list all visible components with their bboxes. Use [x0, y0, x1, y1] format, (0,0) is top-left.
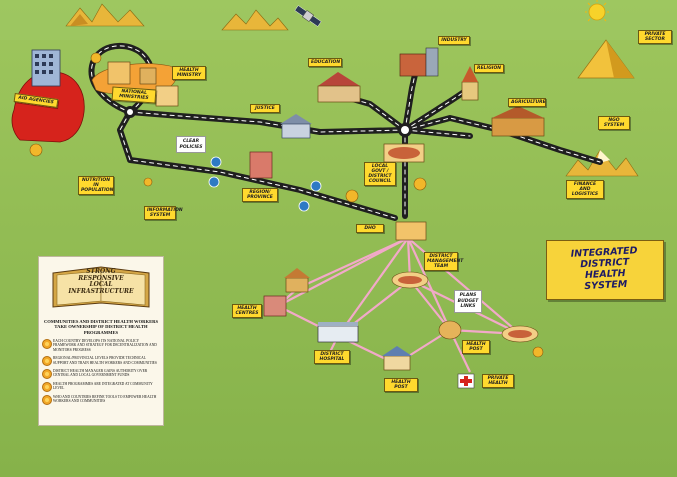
education-building — [317, 72, 361, 103]
sun-icon — [585, 0, 609, 22]
note-clear-policies: CLEAR POLICIES — [176, 136, 206, 153]
sign-nutrition: NUTRITION IN POPULATION — [78, 176, 114, 195]
integrated-district-health-system-banner: INTEGRATED DISTRICT HEALTH SYSTEM — [546, 240, 664, 300]
justice-building — [280, 114, 312, 139]
book-line-2: RESPONSIVE — [78, 274, 124, 282]
sign-national-ministries: NATIONAL MINISTRIES — [111, 86, 157, 104]
bullet-coin-icon — [42, 356, 52, 367]
sign-information-system: INFORMATION SYSTEM — [144, 206, 183, 220]
sign-education: EDUCATION — [308, 58, 342, 67]
bullet-coin-icon — [42, 381, 52, 392]
sign-district-management-team: DISTRICT MANAGEMENT TEAM — [424, 252, 463, 271]
book-title: STRONG RESPONSIVE LOCAL INFRASTRUCTURE — [67, 268, 135, 295]
panel-bullet-list: EACH COUNTRY DEVELOPS ITS NATIONAL POLIC… — [42, 339, 160, 407]
pyramid-icon — [577, 39, 635, 79]
bullet-coin-icon — [42, 394, 52, 405]
list-item: REGIONAL/PROVINCIAL LEVELS PROVIDE TECHN… — [42, 356, 160, 367]
sign-health-centres: HEALTH CENTRES — [232, 304, 262, 318]
health-centre-building-2 — [263, 295, 287, 317]
sign-private-health: PRIVATE HEALTH — [482, 374, 514, 388]
health-centre-building — [284, 268, 310, 293]
religion-building — [461, 66, 479, 101]
sign-religion: RELIGION — [474, 64, 504, 73]
book-line-1: STRONG — [86, 268, 116, 275]
health-post-building — [382, 346, 412, 371]
sign-health-ministry: HEALTH MINISTRY — [172, 66, 206, 80]
book-icon — [52, 266, 150, 308]
district-hospital — [317, 322, 359, 343]
sign-health-post: HEALTH POST — [384, 378, 418, 392]
sign-district-council: LOCAL GOVT / DISTRICT COUNCIL — [364, 162, 396, 186]
health-network-links — [277, 236, 521, 373]
bullet-coin-icon — [42, 369, 52, 380]
book-line-3: LOCAL — [89, 281, 113, 289]
list-item: EACH COUNTRY DEVELOPS ITS NATIONAL POLIC… — [42, 339, 160, 352]
sign-dho: DHO — [356, 224, 384, 233]
private-sector-meeting — [501, 325, 539, 343]
sign-health-post-2: HEALTH POST — [462, 340, 490, 354]
dho-office — [395, 221, 427, 241]
sign-private-sector: PRIVATE SECTOR — [638, 30, 672, 44]
infrastructure-panel: STRONG RESPONSIVE LOCAL INFRASTRUCTURE C… — [38, 256, 164, 426]
sign-justice: JUSTICE — [250, 104, 280, 113]
book-line-4: INFRASTRUCTURE — [68, 287, 134, 295]
aid-agencies-building — [11, 49, 85, 143]
sign-region-province: REGION/ PROVINCE — [242, 188, 278, 202]
industry-building — [399, 47, 439, 77]
bullet-coin-icon — [42, 339, 52, 349]
regional-building — [249, 151, 273, 179]
satellite-icon — [294, 5, 322, 27]
list-item: WHO AND COUNTRIES REFINE TOOLS TO EMPOWE… — [42, 394, 160, 405]
sign-district-hospital: DISTRICT HOSPITAL — [314, 350, 350, 364]
list-item: HEALTH PROGRAMMES ARE INTEGRATED AT COMM… — [42, 381, 160, 392]
list-item: DISTRICT HEALTH MANAGER GAINS AUTHORITY … — [42, 369, 160, 380]
sign-finance-logistics: FINANCE AND LOGISTICS — [566, 180, 604, 199]
panel-heading: COMMUNITIES AND DISTRICT HEALTH WORKERS … — [43, 319, 159, 335]
red-cross-icon — [457, 373, 475, 389]
sign-industry: INDUSTRY — [438, 36, 470, 45]
sign-ngo-system: NGO SYSTEM — [598, 116, 630, 130]
bullet-text: HEALTH PROGRAMMES ARE INTEGRATED AT COMM… — [53, 381, 153, 391]
bullet-text: EACH COUNTRY DEVELOPS ITS NATIONAL POLIC… — [53, 339, 157, 352]
traffic-arrow-icon — [208, 156, 322, 212]
district-council — [383, 143, 425, 163]
sign-agriculture: AGRICULTURE — [508, 98, 546, 107]
note-plans-budget: PLANS BUDGET LINKS — [454, 290, 482, 313]
agriculture-farm — [491, 106, 545, 137]
bullet-text: REGIONAL/PROVINCIAL LEVELS PROVIDE TECHN… — [53, 356, 157, 365]
health-post-hut — [438, 320, 462, 340]
bullet-text: WHO AND COUNTRIES REFINE TOOLS TO EMPOWE… — [53, 394, 157, 404]
district-management-team — [391, 271, 429, 289]
bullet-text: DISTRICT HEALTH MANAGER GAINS AUTHORITY … — [53, 369, 148, 378]
